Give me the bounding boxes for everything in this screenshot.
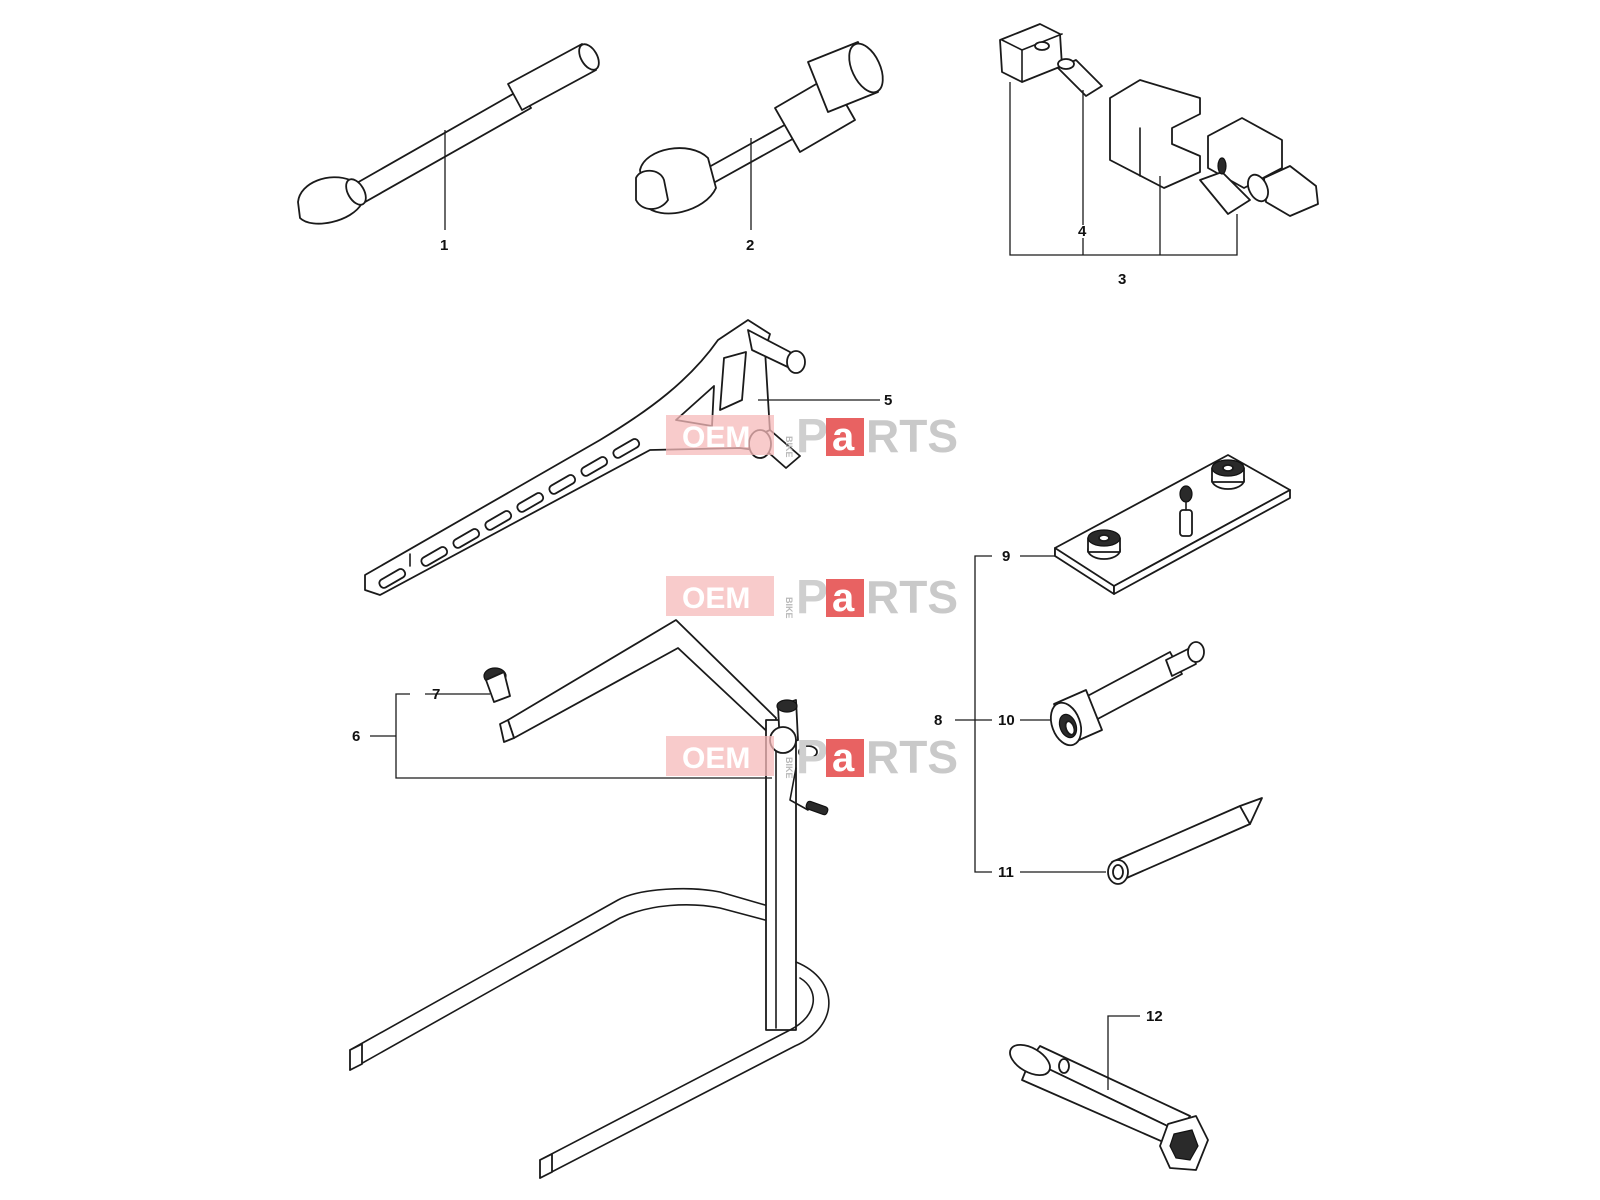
part-12-box-spanner bbox=[1009, 1043, 1209, 1171]
callout-2: 2 bbox=[746, 237, 754, 254]
bar-slots bbox=[378, 438, 641, 589]
callout-8: 8 bbox=[934, 712, 942, 729]
svg-text:a: a bbox=[832, 576, 855, 620]
leader-line-12 bbox=[1107, 1015, 1140, 1090]
callout-3: 3 bbox=[1118, 271, 1126, 288]
part-3-fixture-set bbox=[999, 23, 1319, 217]
part-6-paddock-stand bbox=[349, 619, 830, 1179]
leader-line-3 bbox=[1009, 82, 1238, 256]
part-9-base-plate bbox=[1054, 454, 1291, 595]
part-5-holding-bar bbox=[364, 319, 806, 596]
svg-text:BIKE: BIKE bbox=[784, 757, 794, 779]
callout-4: 4 bbox=[1078, 223, 1087, 240]
svg-text:a: a bbox=[832, 415, 855, 459]
part-10-puller bbox=[1049, 641, 1205, 747]
callout-11: 11 bbox=[998, 864, 1014, 881]
callout-5: 5 bbox=[884, 392, 892, 409]
svg-text:OEM: OEM bbox=[682, 742, 750, 775]
svg-text:OEM: OEM bbox=[682, 582, 750, 615]
callout-12: 12 bbox=[1146, 1008, 1163, 1025]
svg-text:RTS: RTS bbox=[866, 410, 958, 462]
svg-text:RTS: RTS bbox=[866, 731, 958, 783]
svg-text:BIKE: BIKE bbox=[784, 436, 794, 458]
callout-7: 7 bbox=[432, 686, 440, 703]
svg-text:P: P bbox=[796, 571, 828, 624]
svg-text:BIKE: BIKE bbox=[784, 597, 794, 619]
callout-1: 1 bbox=[440, 237, 448, 254]
svg-text:a: a bbox=[832, 736, 855, 780]
watermark-3: OEM BIKE P a RTS bbox=[666, 731, 958, 784]
svg-text:P: P bbox=[796, 731, 828, 784]
watermark-oem-text: OEM bbox=[682, 421, 750, 454]
callout-9: 9 bbox=[1002, 548, 1010, 565]
callout-10: 10 bbox=[998, 712, 1015, 729]
part-2-bearing-drift bbox=[635, 41, 884, 215]
part-1-drift-tool bbox=[297, 43, 600, 225]
watermark-1: OEM BIKE P a RTS bbox=[666, 410, 958, 463]
svg-text:RTS: RTS bbox=[866, 571, 958, 623]
svg-text:P: P bbox=[796, 410, 828, 463]
watermark-2: OEM BIKE P a RTS bbox=[666, 571, 958, 624]
callout-6: 6 bbox=[352, 728, 360, 745]
part-7-knob bbox=[483, 667, 511, 703]
leader-line-8 bbox=[974, 555, 992, 873]
part-11-pin bbox=[1107, 797, 1263, 885]
